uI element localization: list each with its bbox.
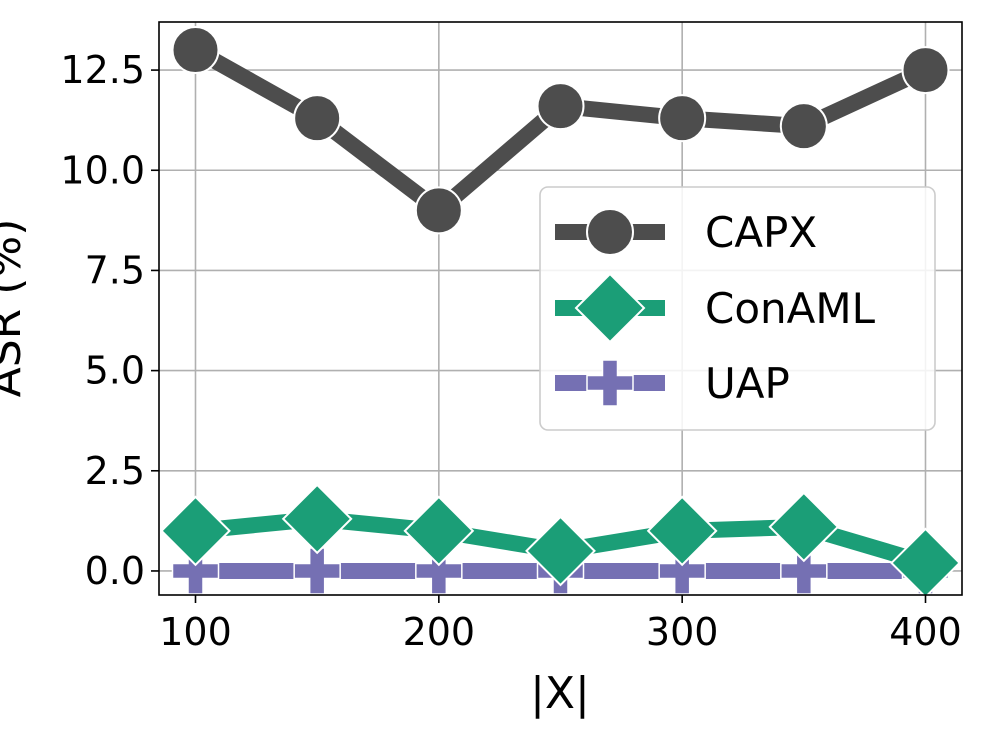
x-axis-label: |X| [530, 668, 590, 719]
legend-label: UAP [705, 359, 790, 408]
legend-swatch-marker [586, 359, 634, 407]
data-point [293, 94, 342, 143]
y-tick-label: 10.0 [60, 148, 145, 192]
legend-swatch-marker [586, 208, 634, 256]
x-tick-label: 300 [646, 610, 719, 654]
data-point [646, 495, 718, 567]
data-point [658, 94, 707, 143]
y-axis-label: ASR (%) [0, 219, 31, 398]
data-point [281, 483, 353, 555]
x-tick-label: 400 [889, 610, 962, 654]
y-tick-label: 5.0 [85, 349, 145, 393]
legend-swatch-marker [574, 272, 646, 344]
data-point [293, 547, 341, 595]
series-layer [160, 26, 961, 595]
data-point [658, 547, 706, 595]
legend-entry-uap: UAP [555, 359, 790, 408]
data-point [171, 26, 220, 75]
y-tick-label: 12.5 [60, 48, 145, 92]
y-tick-label: 2.5 [85, 449, 145, 493]
data-point [780, 547, 828, 595]
data-point [415, 547, 463, 595]
series-capx [171, 26, 950, 235]
x-tick-label: 200 [403, 610, 476, 654]
series-conaml [160, 483, 961, 595]
data-point [403, 495, 475, 567]
data-point [768, 491, 840, 563]
axis-ticks: 100 200 300 400 0.0 2.5 5.0 7.5 10.0 12.5 [60, 48, 961, 654]
plot-frame [158, 21, 963, 596]
data-point [171, 547, 220, 595]
legend-entry-capx: CAPX [555, 208, 817, 257]
y-tick-label: 0.0 [85, 549, 145, 593]
data-point [901, 46, 950, 95]
x-tick-label: 100 [159, 610, 232, 654]
legend-label: ConAML [705, 284, 876, 333]
legend-entry-conaml: ConAML [555, 272, 876, 344]
legend-label: CAPX [705, 208, 817, 257]
data-point [525, 515, 596, 587]
data-point [536, 82, 585, 131]
data-point [779, 102, 828, 151]
y-tick-label: 7.5 [85, 248, 145, 292]
data-point [414, 186, 463, 235]
legend-box [539, 186, 936, 431]
data-point [890, 527, 961, 595]
legend: CAPX ConAML UAP [539, 186, 936, 431]
data-point [160, 495, 231, 567]
